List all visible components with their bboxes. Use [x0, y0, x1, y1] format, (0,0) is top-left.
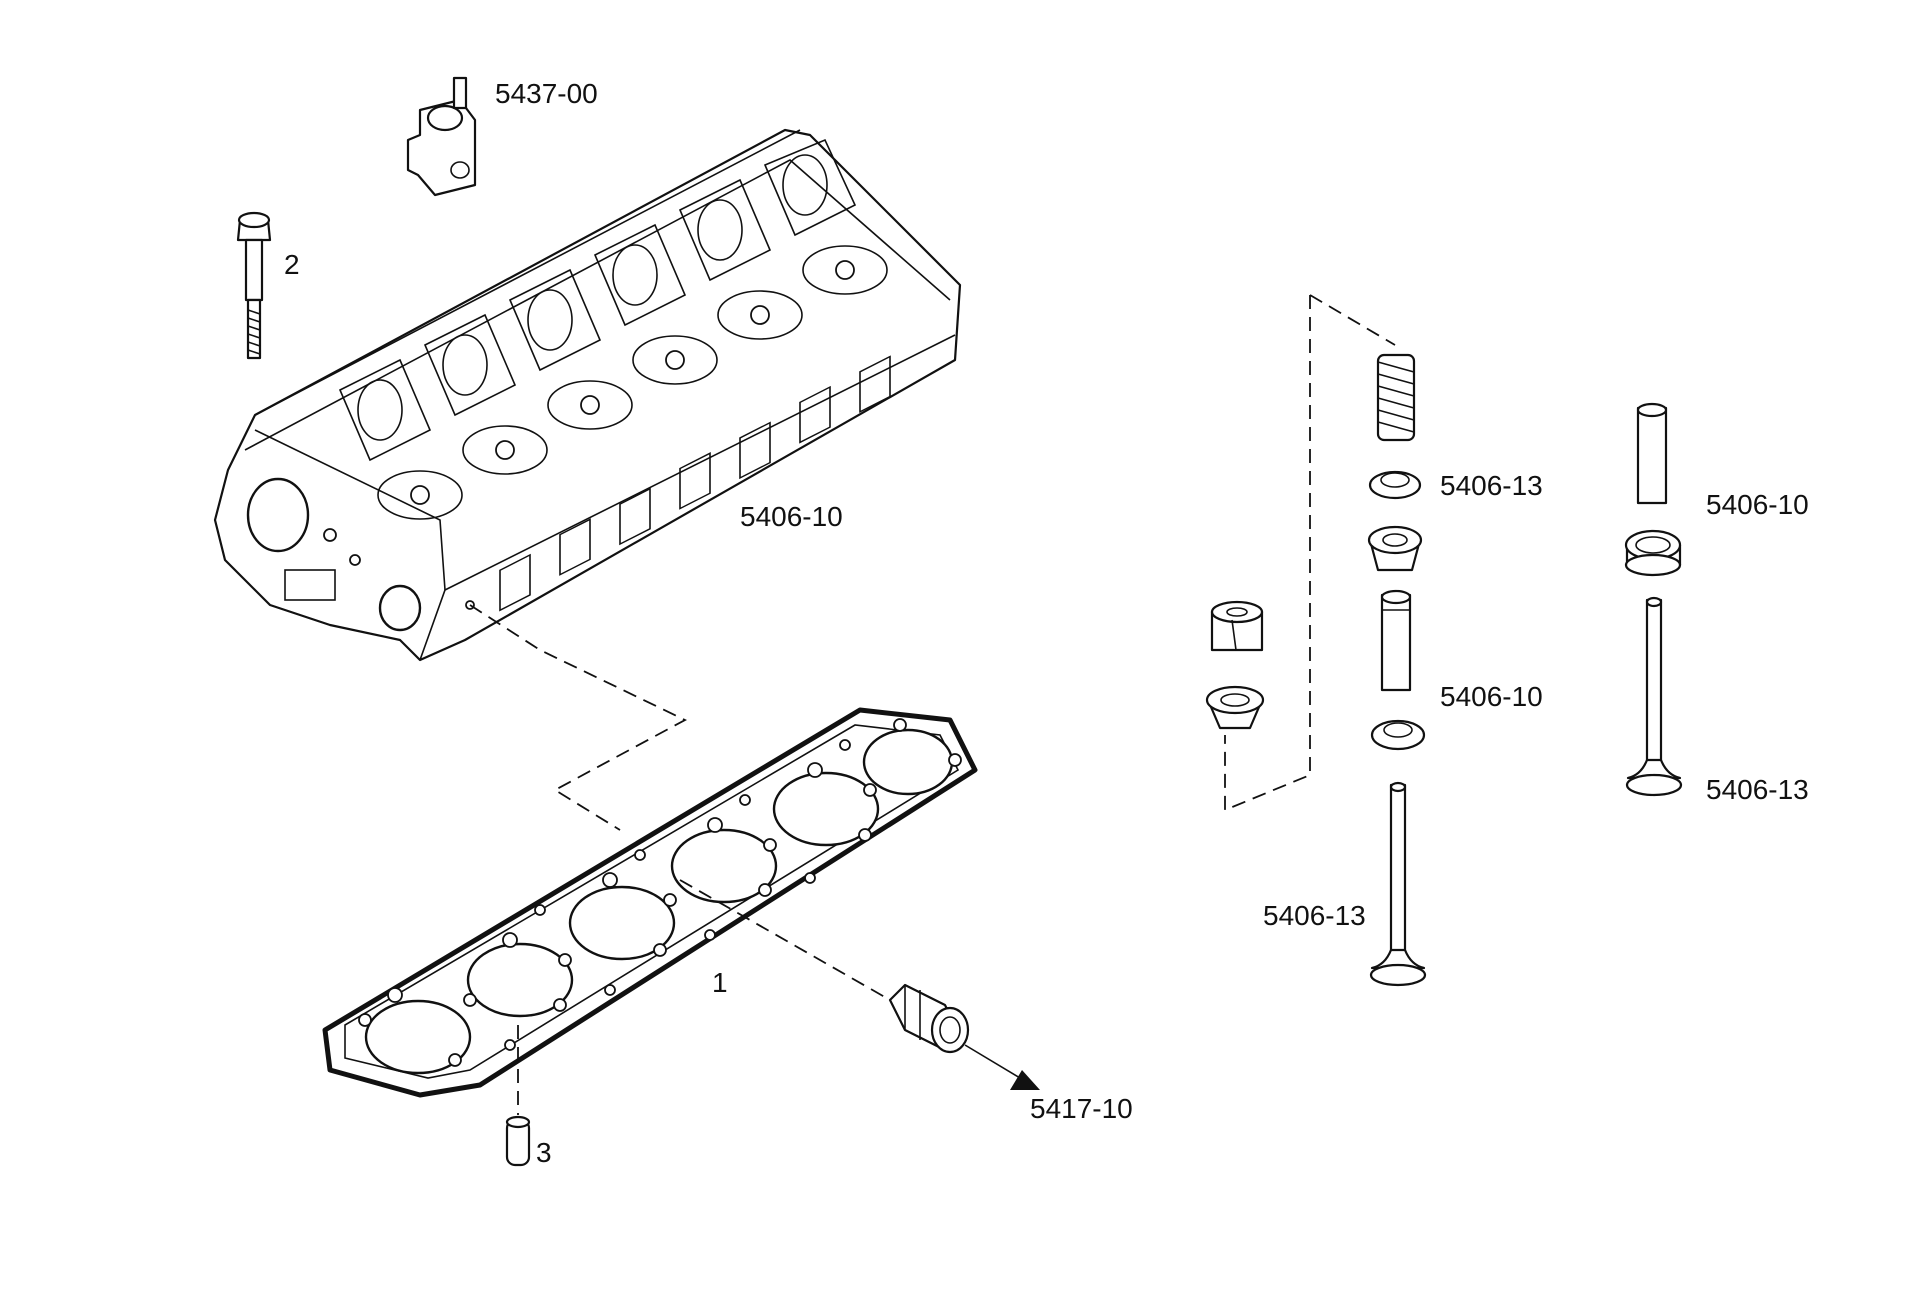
dowel-sleeve[interactable]	[505, 1115, 531, 1167]
gasket-bores	[364, 728, 954, 1075]
hydraulic-tappet[interactable]	[406, 76, 477, 197]
label-water-outlet-fitting: 5417-10	[1030, 1093, 1133, 1124]
valve-lower-retainer[interactable]	[1205, 685, 1265, 730]
valve-retainer[interactable]	[1367, 525, 1423, 572]
label-hydraulic-tappet: 5437-00	[495, 78, 598, 109]
water-outlet-fitting[interactable]	[888, 983, 970, 1054]
head-gasket[interactable]	[322, 707, 978, 1098]
head-ports	[499, 355, 891, 612]
valve-stem-seal[interactable]	[1370, 719, 1426, 751]
valve-guide-left[interactable]	[1380, 589, 1412, 692]
valve-guide-right[interactable]	[1636, 402, 1668, 505]
valve-spring-seat[interactable]	[1368, 470, 1422, 500]
label-dowel-sleeve: 3	[536, 1137, 552, 1168]
dashed-leader-fitting	[679, 879, 891, 1001]
label-valve-seat-ring-upper: 5406-13	[1440, 470, 1543, 501]
gasket-holes	[358, 718, 962, 1067]
label-cylinder-head: 5406-10	[740, 501, 843, 532]
label-head-gasket: 1	[712, 967, 728, 998]
valve-spring[interactable]	[1376, 353, 1416, 442]
cylinder-head[interactable]	[213, 128, 962, 662]
fitting-arrow-line	[964, 1044, 1021, 1079]
head-bolt[interactable]	[236, 211, 272, 360]
fitting-arrow-head	[1010, 1070, 1040, 1090]
label-right-valve-guide: 5406-10	[1706, 489, 1809, 520]
valve-right[interactable]	[1625, 596, 1683, 797]
label-head-bolt: 2	[284, 249, 300, 280]
dashed-leader-head	[469, 604, 687, 831]
valve-keepers[interactable]	[1210, 600, 1264, 652]
label-valve-guide-upper: 5406-10	[1440, 681, 1543, 712]
label-right-valve: 5406-13	[1706, 774, 1809, 805]
head-pockets	[338, 138, 857, 462]
dashed-leader-valve-assembly	[1224, 294, 1396, 812]
valve-seat-ring-right[interactable]	[1624, 529, 1682, 577]
label-exhaust-valve: 5406-13	[1263, 900, 1366, 931]
injector-pads	[377, 245, 888, 520]
valve-left[interactable]	[1369, 781, 1427, 987]
